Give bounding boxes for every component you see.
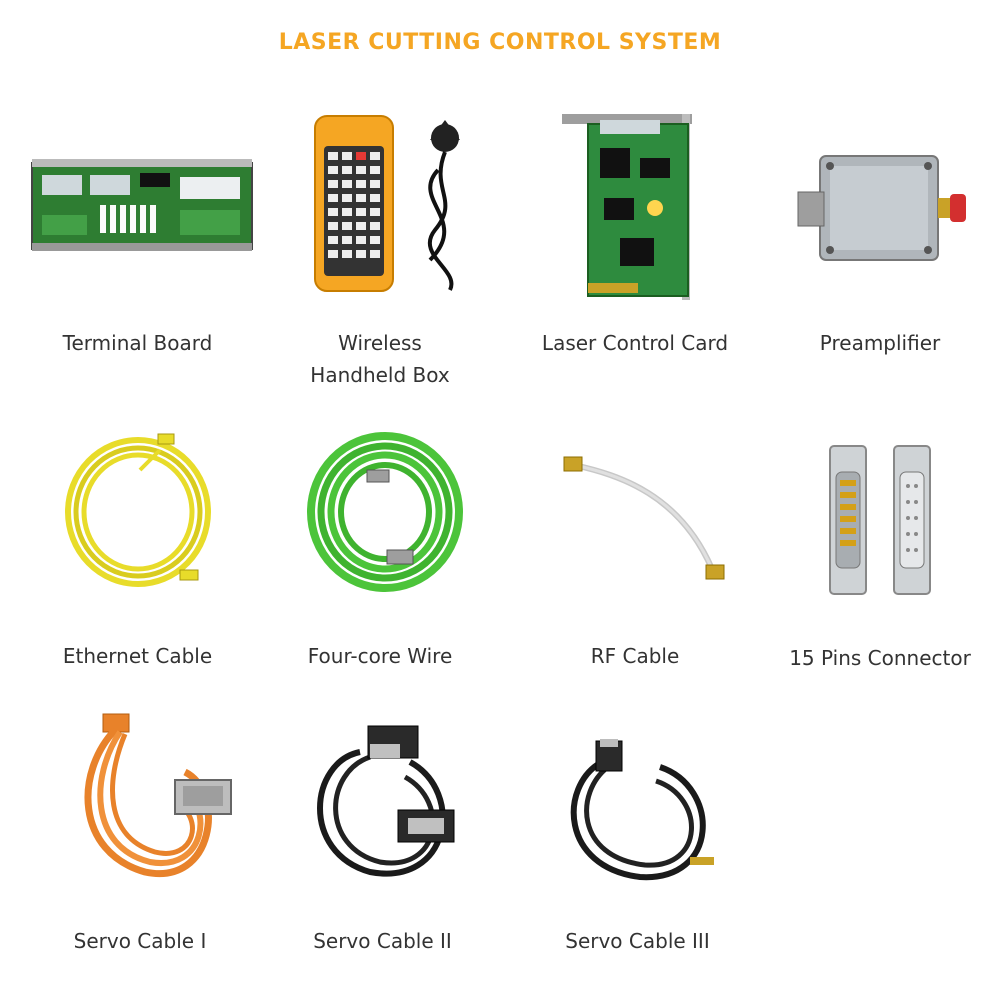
product-servo-cable-1 <box>65 712 240 887</box>
product-rf-cable <box>560 455 730 585</box>
four-core-wire-image <box>307 432 463 592</box>
product-terminal-board <box>30 155 255 255</box>
product-wireless-handheld-box <box>310 110 470 295</box>
product-label: Wireless Handheld Box <box>310 331 450 387</box>
product-label: RF Cable <box>590 644 680 668</box>
product-label: 15 Pins Connector <box>789 646 971 670</box>
product-label: Four-core Wire <box>307 644 453 668</box>
product-preamplifier <box>790 150 970 265</box>
rf-cable-image <box>563 456 725 580</box>
product-four-core-wire <box>305 430 465 595</box>
wireless-handheld-box-image <box>314 115 460 292</box>
servo-cable-1-image <box>84 713 232 878</box>
pins-connector-image <box>829 445 931 595</box>
product-label: Laser Control Card <box>541 331 729 355</box>
product-label: Preamplifier <box>819 331 941 355</box>
product-label: Servo Cable III <box>565 929 710 953</box>
laser-control-card-image <box>562 114 692 300</box>
product-label: Ethernet Cable <box>62 644 213 668</box>
product-servo-cable-2 <box>300 722 465 882</box>
product-ethernet-cable <box>60 430 215 590</box>
ethernet-cable-image <box>65 433 211 587</box>
product-label: Terminal Board <box>62 331 213 355</box>
product-laser-control-card <box>560 108 700 300</box>
product-label: Servo Cable II <box>313 929 452 953</box>
servo-cable-2-image <box>317 725 455 877</box>
product-servo-cable-3 <box>560 737 720 887</box>
preamplifier-image <box>797 155 966 261</box>
servo-cable-3-image <box>570 739 714 881</box>
page-title: LASER CUTTING CONTROL SYSTEM <box>278 30 722 55</box>
product-15-pins-connector <box>820 442 945 597</box>
product-label: Servo Cable Ⅰ <box>73 929 207 953</box>
terminal-board-image <box>31 159 253 251</box>
